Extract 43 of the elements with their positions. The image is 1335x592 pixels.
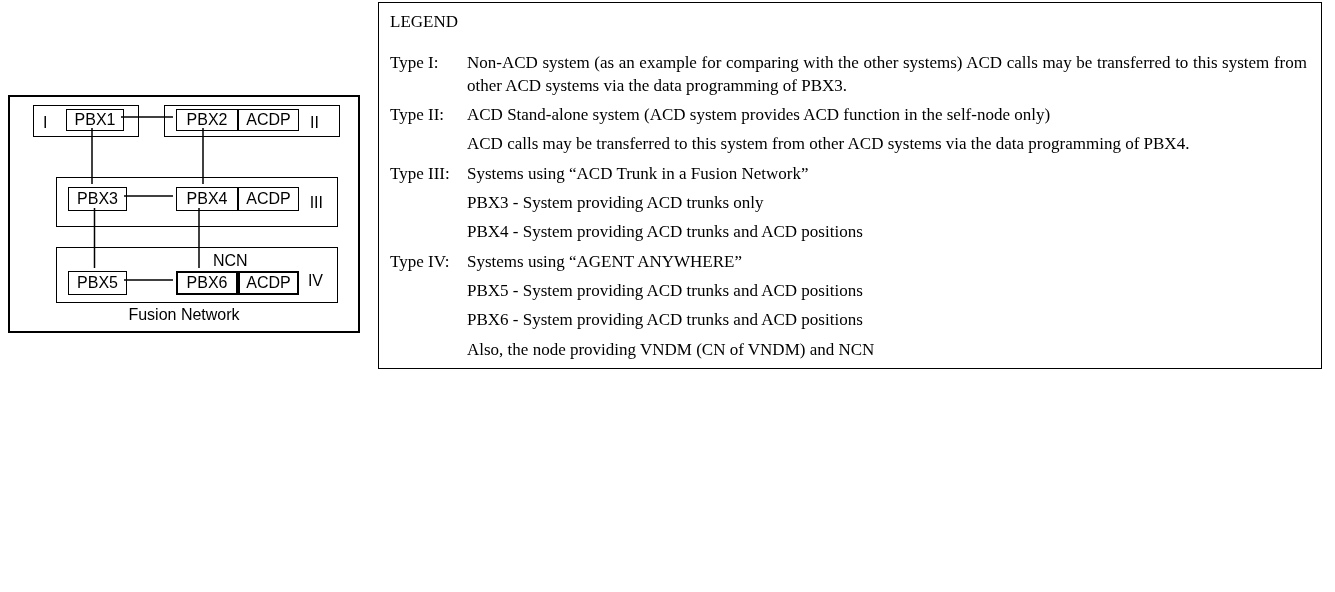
system-box: PBX2 <box>176 109 238 131</box>
connector-line <box>93 207 96 269</box>
connector-line <box>91 127 93 185</box>
type-label: II <box>310 115 319 131</box>
system-box: ACDP <box>238 271 299 295</box>
system-box: ACDP <box>238 109 299 131</box>
legend-panel <box>378 2 1322 369</box>
system-box: PBX5 <box>68 271 127 295</box>
type-description: Non-ACD system (as an example for comparing with the other systems) ACD calls may be transferred to this system from other ACD systems via the data programming of PBX3. <box>467 52 1307 97</box>
type-description: Also, the node providing VNDM (CN of VNDM) and NCN <box>467 338 876 361</box>
system-group <box>56 247 338 303</box>
type-label: III <box>309 195 323 211</box>
system-box: PBX1 <box>66 109 124 131</box>
system-box: PBX4 <box>176 187 238 211</box>
connector-line <box>123 279 174 281</box>
system-box: PBX6 <box>176 271 238 295</box>
type-label: I <box>43 115 48 131</box>
network-label: Fusion Network <box>127 307 241 323</box>
network-frame <box>8 95 360 333</box>
type-description: Systems using “AGENT ANYWHERE” <box>467 250 743 273</box>
type-description: PBX4 - System providing ACD trunks and ACD positions <box>467 221 864 244</box>
connector-line <box>123 195 174 197</box>
type-description: ACD calls may be transferred to this system from other ACD systems via the data programming of PBX4. <box>467 133 1191 156</box>
connector-line <box>202 127 204 185</box>
type-label: IV <box>307 273 323 289</box>
type-description: Systems using “ACD Trunk in a Fusion Network” <box>467 162 810 185</box>
node-annotation: NCN <box>213 253 248 269</box>
type-description: PBX5 - System providing ACD trunks and ACD positions <box>467 280 864 302</box>
system-box: ACDP <box>238 187 299 211</box>
connector-line <box>198 207 200 269</box>
type-description: PBX6 - System providing ACD trunks and ACD positions <box>467 309 864 332</box>
system-group <box>56 177 338 227</box>
type-term: Type III: <box>390 162 451 185</box>
type-term: Type IV: <box>390 250 451 273</box>
type-term: Type I: <box>390 52 440 75</box>
system-box: PBX3 <box>68 187 127 211</box>
connector-line <box>120 116 174 118</box>
type-description: PBX3 - System providing ACD trunks only <box>467 192 765 215</box>
legend-heading: LEGEND <box>390 11 459 33</box>
system-group <box>33 105 139 137</box>
type-description: ACD Stand-alone system (ACD system provides ACD function in the self-node only) <box>467 104 1052 127</box>
system-group <box>164 105 340 137</box>
type-term: Type II: <box>390 104 446 127</box>
